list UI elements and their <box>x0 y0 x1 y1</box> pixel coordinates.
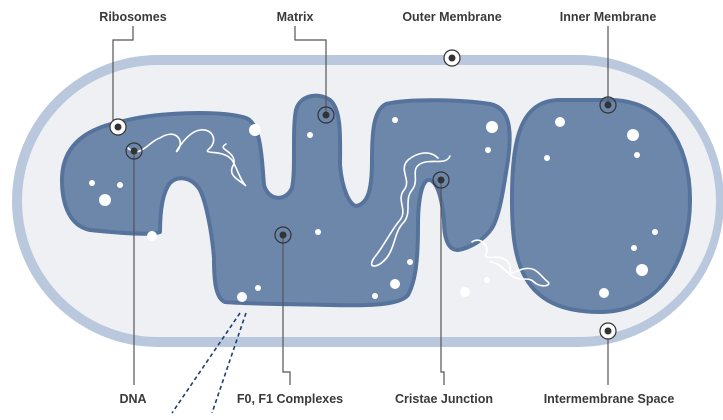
dna-strand <box>127 129 247 187</box>
label-matrix: Matrix <box>276 10 314 24</box>
granule <box>372 293 378 299</box>
dna-strand <box>370 152 451 267</box>
marker-ribosomes <box>109 118 127 136</box>
dashed-line <box>211 312 247 414</box>
label-inner-membrane: Inner Membrane <box>559 10 657 24</box>
granule <box>599 288 609 298</box>
granule <box>89 180 95 186</box>
marker-f0f1 <box>274 226 292 244</box>
marker-dot <box>279 231 287 239</box>
granule <box>544 155 550 161</box>
marker-ring <box>317 106 335 124</box>
granule <box>307 132 313 138</box>
dashed-line <box>171 312 241 414</box>
marker-cristae <box>432 171 450 189</box>
granule <box>460 287 470 297</box>
marker-ims <box>599 322 617 340</box>
leader-lines <box>112 26 609 385</box>
marker-matrix <box>317 106 335 124</box>
marker-outer-membrane <box>443 49 461 67</box>
granule <box>99 194 111 206</box>
marker-dot <box>130 147 138 155</box>
marker-dot <box>322 111 330 119</box>
dashed-lines <box>171 312 247 414</box>
inner-membrane-right <box>510 98 692 314</box>
marker-inner-membrane <box>599 96 617 114</box>
marker-ring <box>125 142 143 160</box>
marker-ring <box>432 171 450 189</box>
marker-ring <box>274 226 292 244</box>
leader-ribosomes <box>112 26 134 128</box>
granule <box>392 117 398 123</box>
granule <box>555 117 565 127</box>
marker-dot <box>604 101 612 109</box>
marker-dna <box>125 142 143 160</box>
leader-cristae <box>440 180 445 385</box>
leader-matrix <box>294 26 327 115</box>
granule <box>147 231 157 241</box>
label-dna: DNA <box>119 392 147 406</box>
granule <box>652 229 658 235</box>
granule <box>237 292 247 302</box>
granule <box>634 152 640 158</box>
granule <box>627 129 639 141</box>
marker-dot <box>448 54 456 62</box>
marker-ring <box>599 96 617 114</box>
markers <box>109 49 617 340</box>
granule <box>255 285 261 291</box>
label-intermembrane-space: Intermembrane Space <box>543 392 675 406</box>
granule <box>636 264 648 276</box>
label-f0-f1-complexes: F0, F1 Complexes <box>236 392 344 406</box>
granule <box>407 259 413 265</box>
label-outer-membrane: Outer Membrane <box>402 10 502 24</box>
dna-strands <box>127 129 550 287</box>
granule <box>631 245 637 251</box>
granule <box>484 277 490 283</box>
inner-membrane <box>60 93 512 308</box>
leader-f0f1 <box>282 235 291 385</box>
marker-dot <box>114 123 122 131</box>
matrix-granules <box>89 117 658 302</box>
granule <box>315 229 321 235</box>
granule <box>249 124 261 136</box>
granule <box>390 279 400 289</box>
label-ribosomes: Ribosomes <box>99 10 167 24</box>
granule <box>117 182 123 188</box>
granule <box>486 121 498 133</box>
granule <box>485 147 491 153</box>
marker-dot <box>604 327 612 335</box>
label-cristae-junction: Cristae Junction <box>395 392 493 406</box>
dna-strand <box>471 239 550 287</box>
marker-dot <box>437 176 445 184</box>
